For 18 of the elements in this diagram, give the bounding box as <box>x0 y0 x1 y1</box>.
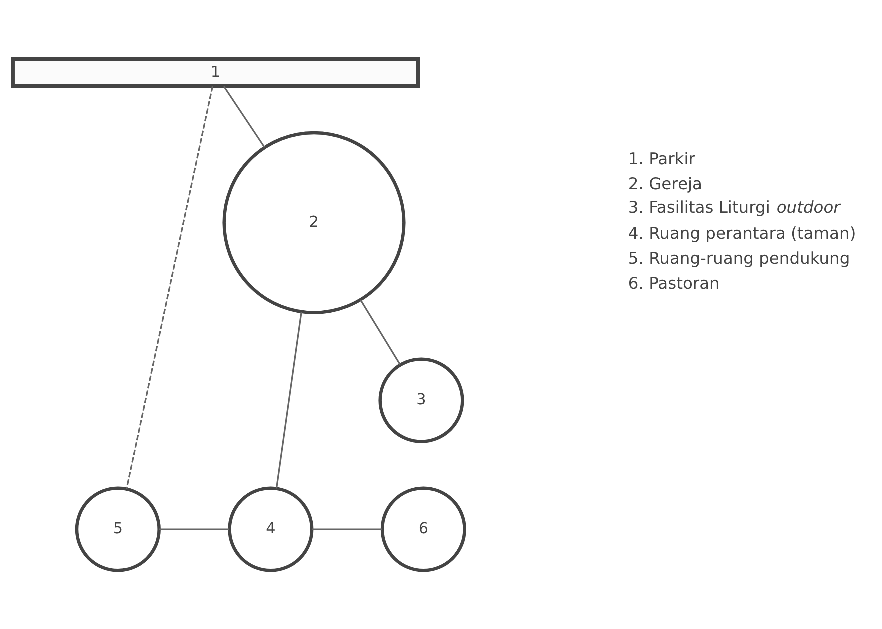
connector <box>126 86 214 489</box>
label: 3. Fasilitas Liturgi outdoor <box>628 198 840 217</box>
node-circle: 5 <box>75 486 161 572</box>
connector <box>223 86 266 148</box>
connector <box>360 299 401 365</box>
label: 6. Pastoran <box>628 274 720 292</box>
node-circle: 6 <box>380 486 466 572</box>
node-box: 1 <box>11 56 420 88</box>
node-circle: 3 <box>378 357 464 443</box>
node-circle: 2 <box>222 130 406 314</box>
label: 1. Parkir <box>628 148 696 168</box>
label: 2. Gereja <box>628 174 702 193</box>
connector <box>159 528 230 530</box>
connector <box>312 528 382 530</box>
label: 4. Ruang perantara (taman) <box>628 224 856 243</box>
node-circle: 4 <box>228 486 314 572</box>
connector <box>276 311 302 488</box>
label: 5. Ruang-ruang pendukung <box>628 248 850 268</box>
